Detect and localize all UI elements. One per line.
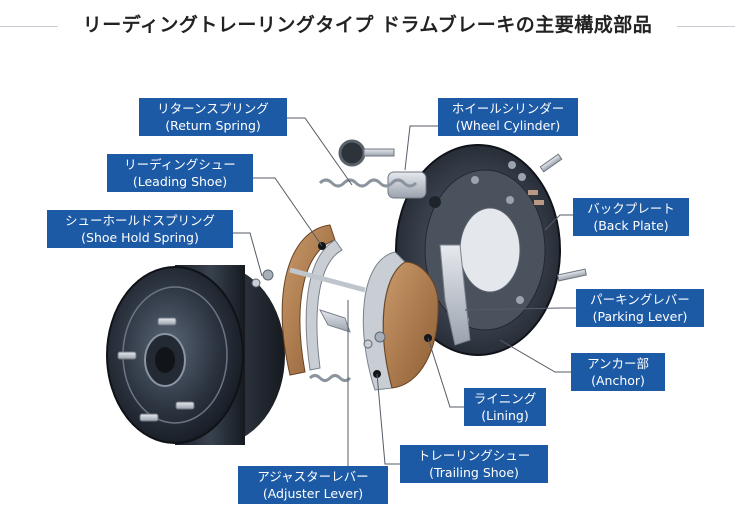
trailing-shoe <box>362 251 439 391</box>
brake-drum <box>106 265 285 445</box>
title-rule-left <box>0 26 58 27</box>
callout-en-label: (Back Plate) <box>593 218 669 233</box>
callout-wheel-cylinder: ホイールシリンダー (Wheel Cylinder) <box>438 98 578 136</box>
callout-anchor: アンカー部 (Anchor) <box>571 353 665 391</box>
callout-adjuster-lever: アジャスターレバー (Adjuster Lever) <box>238 466 388 504</box>
fasteners <box>508 153 587 282</box>
callout-return-spring: リターンスプリング (Return Spring) <box>139 98 287 136</box>
callout-back-plate: バックプレート (Back Plate) <box>573 198 689 236</box>
callout-jp-label: ライニング <box>473 391 537 406</box>
return-spring <box>318 178 418 188</box>
callout-jp-label: リーディングシュー <box>124 157 236 172</box>
callout-en-label: (Leading Shoe) <box>132 174 228 189</box>
callout-en-label: (Shoe Hold Spring) <box>81 230 199 245</box>
adjuster-strut <box>289 267 366 293</box>
callout-jp-label: リターンスプリング <box>157 101 269 116</box>
callout-parking-lever: パーキングレバー (Parking Lever) <box>576 289 704 327</box>
drum-brake-illustration <box>106 139 587 445</box>
callout-en-label: (Wheel Cylinder) <box>455 118 561 133</box>
callout-en-label: (Trailing Shoe) <box>429 465 519 480</box>
title-bar: リーディングトレーリングタイプ ドラムブレーキの主要構成部品 <box>0 0 735 50</box>
callout-en-label: (Lining) <box>481 408 529 423</box>
callout-leading-shoe: リーディングシュー (Leading Shoe) <box>107 154 253 192</box>
callout-en-label: (Parking Lever) <box>592 309 688 324</box>
lower-return-spring <box>308 374 352 382</box>
title-rule-right <box>677 26 735 27</box>
callout-jp-label: シューホールドスプリング <box>64 213 215 228</box>
callout-jp-label: ホイールシリンダー <box>451 101 565 116</box>
callout-jp-label: バックプレート <box>587 201 675 216</box>
callout-jp-label: アンカー部 <box>586 356 649 371</box>
callout-shoe-hold-spring: シューホールドスプリング (Shoe Hold Spring) <box>47 210 233 248</box>
leading-shoe <box>281 224 343 376</box>
callout-lining: ライニング (Lining) <box>464 388 546 426</box>
callout-en-label: (Adjuster Lever) <box>262 486 364 501</box>
callout-en-label: (Return Spring) <box>165 118 261 133</box>
callout-jp-label: パーキングレバー <box>590 292 690 307</box>
callout-jp-label: アジャスターレバー <box>257 469 369 484</box>
page-title: リーディングトレーリングタイプ ドラムブレーキの主要構成部品 <box>82 14 653 36</box>
shoe-hold-spring <box>251 269 386 349</box>
callout-en-label: (Anchor) <box>591 373 645 388</box>
callout-jp-label: トレーリングシュー <box>417 448 531 463</box>
adjuster-lever <box>318 309 351 333</box>
callout-trailing-shoe: トレーリングシュー (Trailing Shoe) <box>400 445 548 483</box>
